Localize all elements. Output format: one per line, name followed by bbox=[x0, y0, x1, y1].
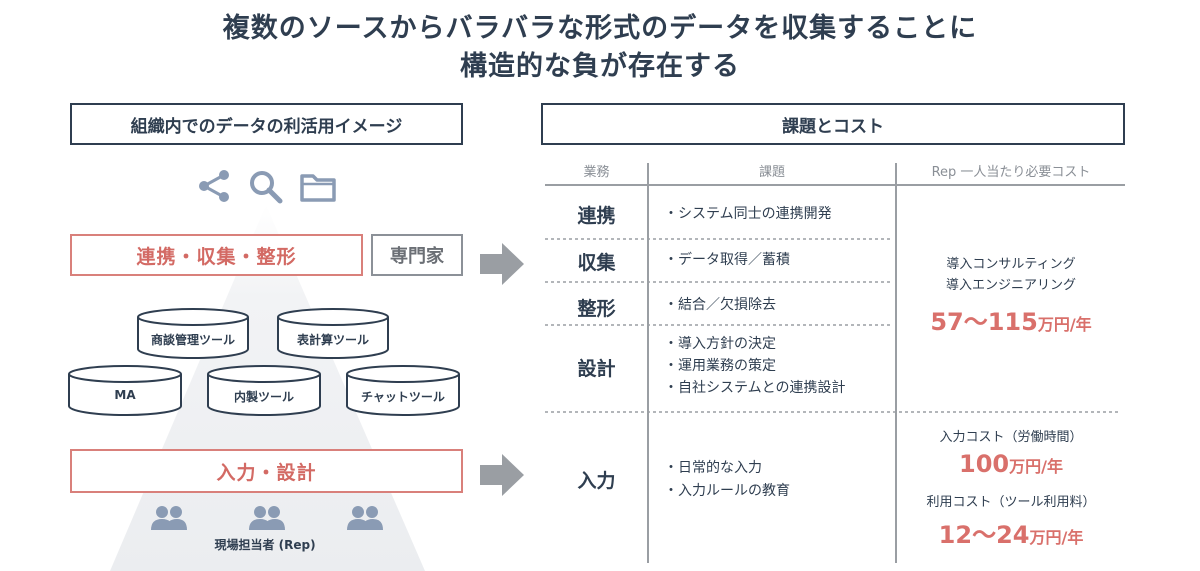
issue-item: ・システム同士の連携開発 bbox=[664, 206, 832, 222]
cost-input-unit: 万円/年 bbox=[1009, 457, 1063, 476]
column-header-cost: Rep 一人当たり必要コスト bbox=[931, 165, 1091, 180]
tool-label: チャットツール bbox=[361, 390, 445, 404]
renkei-shushu-seikei-box: 連携・収集・整形 bbox=[70, 234, 363, 276]
input-design-box: 入力・設計 bbox=[70, 449, 463, 493]
column-header-issue: 課題 bbox=[758, 165, 785, 180]
cost-input-amount: 100万円/年 bbox=[900, 450, 1122, 478]
cost-top-line: 導入コンサルティング bbox=[946, 257, 1076, 272]
task-label: 設計 bbox=[577, 358, 616, 380]
tool-label: MA bbox=[114, 388, 136, 402]
cost-top-line: 導入エンジニアリング bbox=[945, 278, 1076, 293]
tool-label: 内製ツール bbox=[233, 390, 294, 404]
right-section-header: 課題とコスト bbox=[541, 103, 1125, 145]
users-icon bbox=[249, 506, 285, 530]
left-section-header: 組織内でのデータの利活用イメージ bbox=[70, 103, 463, 145]
issue-item: ・自社システムとの連携設計 bbox=[664, 380, 846, 396]
issue-item: ・結合／欠損除去 bbox=[664, 297, 776, 313]
issue-item: ・日常的な入力 bbox=[664, 460, 762, 476]
share-icon bbox=[199, 170, 229, 202]
column-header-task: 業務 bbox=[583, 165, 610, 180]
users-icon bbox=[347, 506, 383, 530]
issue-item: ・データ取得／蓄積 bbox=[664, 252, 790, 268]
cost-top-amount: 57〜115万円/年 bbox=[900, 302, 1122, 337]
cost-usage-label: 利用コスト（ツール利用料） bbox=[926, 495, 1096, 510]
cost-input-label: 入力コスト（労働時間） bbox=[939, 430, 1083, 445]
expert-box: 専門家 bbox=[371, 234, 463, 276]
cost-input-number: 100 bbox=[959, 450, 1010, 478]
slide-title-line-1: 複数のソースからバラバラな形式のデータを収集することに bbox=[222, 13, 978, 44]
search-icon bbox=[250, 171, 283, 204]
folder-icon bbox=[300, 174, 336, 202]
issue-item: ・入力ルールの教育 bbox=[664, 483, 790, 499]
task-label: 整形 bbox=[577, 298, 616, 320]
tool-label: 表計算ツール bbox=[296, 333, 369, 347]
tool-label: 商談管理ツール bbox=[150, 333, 235, 347]
tool-cylinder: 内製ツール bbox=[206, 364, 322, 416]
cost-usage-amount: 12〜24万円/年 bbox=[900, 515, 1122, 550]
cost-usage-unit: 万円/年 bbox=[1029, 528, 1084, 547]
arrow-right-icon bbox=[480, 243, 524, 285]
tool-cylinder: チャットツール bbox=[345, 364, 461, 416]
cost-top-number: 57〜115 bbox=[930, 308, 1038, 336]
task-label: 入力 bbox=[577, 470, 616, 492]
tool-cylinder: 商談管理ツール bbox=[136, 307, 250, 359]
cost-usage-number: 12〜24 bbox=[938, 521, 1030, 549]
slide-title-line-2: 構造的な負が存在する bbox=[460, 51, 740, 82]
issue-item: ・導入方針の決定 bbox=[664, 336, 776, 352]
tool-cylinder: MA bbox=[67, 364, 183, 416]
arrow-right-icon bbox=[480, 454, 524, 496]
tool-cylinder: 表計算ツール bbox=[276, 307, 390, 359]
users-icon bbox=[151, 506, 187, 530]
task-label: 連携 bbox=[577, 205, 616, 227]
rep-label: 現場担当者 (Rep) bbox=[214, 538, 316, 552]
cost-top-unit: 万円/年 bbox=[1037, 315, 1092, 334]
task-label: 収集 bbox=[577, 252, 616, 274]
issue-item: ・運用業務の策定 bbox=[664, 358, 776, 374]
